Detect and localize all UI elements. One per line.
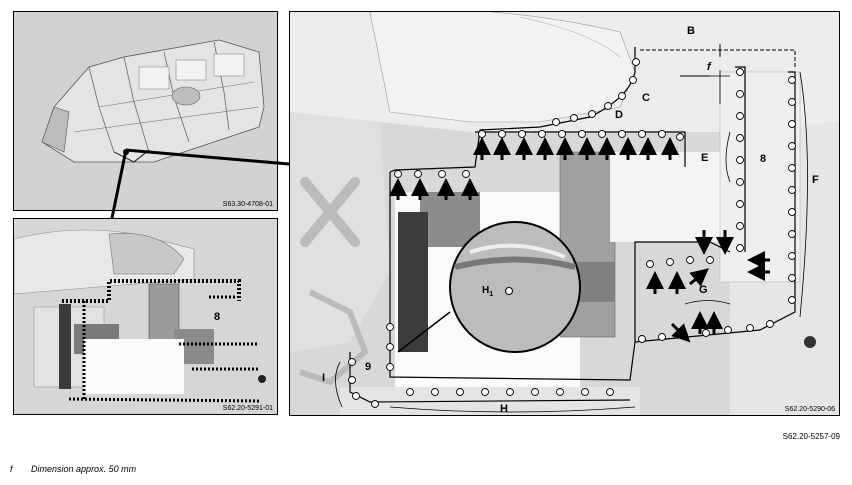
overview-panel: 8 S62.20-5291-01 xyxy=(13,218,278,415)
vehicle-code: S63.30-4708-01 xyxy=(222,201,273,208)
detail-label-F: F xyxy=(812,174,819,186)
detail-label-H1: H1 xyxy=(482,285,494,298)
overview-label-8: 8 xyxy=(214,311,221,323)
detail-panel: B f C D E 8 F G I 9 H H1 S62.20-5290-06 xyxy=(289,11,840,416)
vehicle-illustration xyxy=(14,12,277,210)
overview-code: S62.20-5291-01 xyxy=(222,405,273,412)
vehicle-panel: S63.30-4708-01 xyxy=(13,11,278,211)
legend-text: Dimension approx. 50 mm xyxy=(31,464,137,474)
figure-code: S62.20-5257-09 xyxy=(782,432,840,441)
overview-illustration xyxy=(14,219,277,414)
detail-label-9: 9 xyxy=(365,361,372,373)
legend: f Dimension approx. 50 mm xyxy=(10,464,136,474)
detail-label-I: I xyxy=(322,372,326,384)
detail-label-E: E xyxy=(701,152,709,164)
detail-label-H: H xyxy=(500,403,508,415)
legend-key: f xyxy=(10,464,13,474)
detail-label-f: f xyxy=(707,61,711,73)
detail-label-D: D xyxy=(615,109,623,121)
detail-label-G: G xyxy=(699,284,708,296)
detail-label-8: 8 xyxy=(760,153,767,165)
detail-label-C: C xyxy=(642,92,650,104)
detail-illustration xyxy=(290,12,839,415)
detail-code: S62.20-5290-06 xyxy=(784,406,835,413)
detail-label-B: B xyxy=(687,25,695,37)
